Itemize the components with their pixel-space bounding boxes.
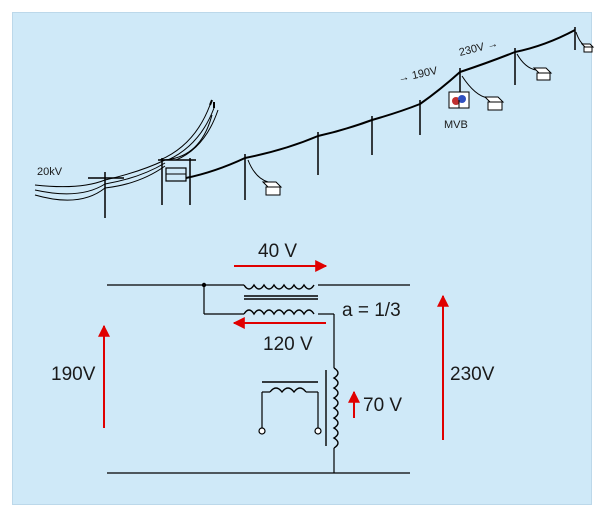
supply-voltage-label: 20kV xyxy=(37,166,63,178)
primary-voltage-label: 120 V xyxy=(263,334,313,355)
booster-icon xyxy=(448,91,470,109)
input-voltage-label: 190V xyxy=(51,364,96,385)
house-icon xyxy=(483,96,505,111)
arrow-230-label: 230V → xyxy=(458,38,499,59)
booster-circuit xyxy=(107,282,410,474)
overhead-line xyxy=(34,27,595,218)
ratio-label: a = 1/3 xyxy=(342,300,401,321)
house-icon xyxy=(261,181,283,196)
house-icon xyxy=(532,67,553,81)
voltage-arrows xyxy=(98,260,449,440)
series-voltage-label: 40 V xyxy=(258,241,297,262)
arrow-190-label: → 190V xyxy=(397,65,439,85)
output-voltage-label: 230V xyxy=(450,364,495,385)
diagram-panel xyxy=(12,12,592,505)
booster-label: MVB xyxy=(444,119,468,131)
tap-voltage-label: 70 V xyxy=(363,395,402,416)
house-icon xyxy=(580,43,595,53)
